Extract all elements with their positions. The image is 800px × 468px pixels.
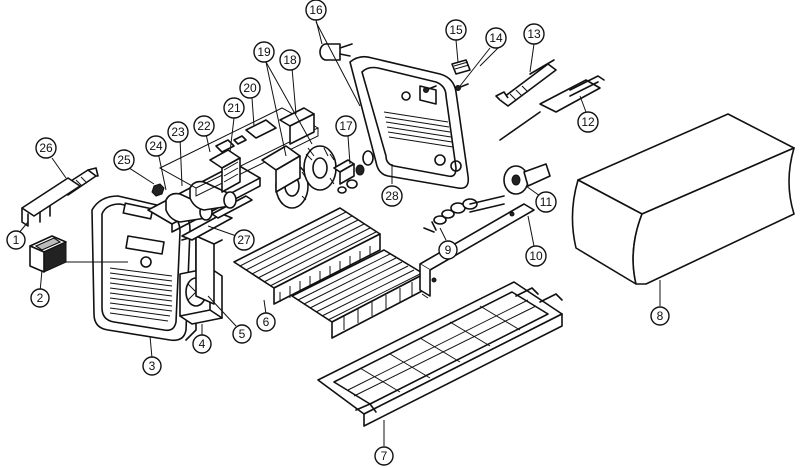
callout-label-28: 28 [385, 189, 399, 203]
part-base-tray [317, 281, 563, 427]
callout-label-3: 3 [149, 359, 156, 373]
part-fuse-holder [451, 59, 471, 75]
callout-label-1: 1 [13, 233, 20, 247]
part-earth-clamp [499, 75, 605, 141]
callout-20: 20 [239, 77, 261, 99]
part-gas-connector [319, 43, 353, 61]
callout-label-6: 6 [263, 315, 270, 329]
callout-label-21: 21 [227, 101, 241, 115]
callout-label-24: 24 [149, 139, 163, 153]
callout-label-7: 7 [381, 449, 388, 463]
part-outer-cover [571, 113, 795, 285]
callout-label-10: 10 [529, 249, 543, 263]
callout-label-18: 18 [283, 53, 297, 67]
callout-10: 10 [525, 245, 547, 267]
callout-label-20: 20 [243, 81, 257, 95]
callout-2: 2 [30, 288, 50, 308]
callout-19: 19 [253, 41, 275, 63]
callout-22: 22 [193, 115, 215, 137]
callout-label-26: 26 [39, 141, 53, 155]
callout-label-9: 9 [445, 243, 452, 257]
callout-26: 26 [35, 137, 57, 159]
callout-8: 8 [650, 306, 670, 326]
callout-16: 16 [305, 0, 327, 21]
callout-17: 17 [335, 115, 357, 137]
callout-label-23: 23 [171, 125, 185, 139]
callout-23: 23 [167, 121, 189, 143]
callout-label-17: 17 [339, 119, 353, 133]
callout-label-4: 4 [199, 337, 206, 351]
part-bolts-washers [423, 195, 505, 233]
callout-label-12: 12 [581, 115, 595, 129]
callout-13: 13 [523, 23, 545, 45]
callout-1: 1 [6, 230, 26, 250]
part-heatsinks [233, 207, 425, 339]
part-toroid-transformers [261, 107, 337, 209]
part-control-board [158, 107, 320, 197]
part-electrode-holder [495, 59, 557, 107]
part-screws [423, 83, 469, 93]
callout-9: 9 [438, 240, 458, 260]
callout-18: 18 [279, 49, 301, 71]
callout-label-11: 11 [540, 195, 553, 209]
callout-label-27: 27 [237, 233, 251, 247]
callout-label-14: 14 [489, 31, 503, 45]
callout-24: 24 [145, 135, 167, 157]
callout-6: 6 [256, 312, 276, 332]
callout-28: 28 [381, 185, 403, 207]
callout-12: 12 [577, 111, 599, 133]
callout-15: 15 [445, 19, 467, 41]
callout-5: 5 [232, 324, 252, 344]
callout-11: 11 [535, 191, 557, 213]
part-dinse-plug [503, 163, 551, 195]
callout-7: 7 [374, 446, 394, 466]
callout-label-19: 19 [257, 45, 271, 59]
part-mounting-bracket [195, 235, 223, 305]
callout-14: 14 [485, 27, 507, 49]
callout-25: 25 [113, 149, 135, 171]
part-back-panel [349, 55, 470, 190]
callout-label-5: 5 [239, 327, 246, 341]
callout-27: 27 [233, 229, 255, 251]
part-cable-clamp [21, 177, 81, 227]
callout-label-15: 15 [449, 23, 463, 37]
callout-label-8: 8 [657, 309, 664, 323]
callout-label-25: 25 [117, 153, 131, 167]
part-rocker-switch [29, 235, 67, 273]
callout-4: 4 [192, 334, 212, 354]
callout-label-22: 22 [197, 119, 211, 133]
part-small-nut [151, 183, 165, 197]
callout-label-13: 13 [527, 27, 541, 41]
callout-label-2: 2 [37, 291, 44, 305]
callout-label-16: 16 [309, 3, 323, 17]
callout-21: 21 [223, 97, 245, 119]
callout-3: 3 [142, 356, 162, 376]
